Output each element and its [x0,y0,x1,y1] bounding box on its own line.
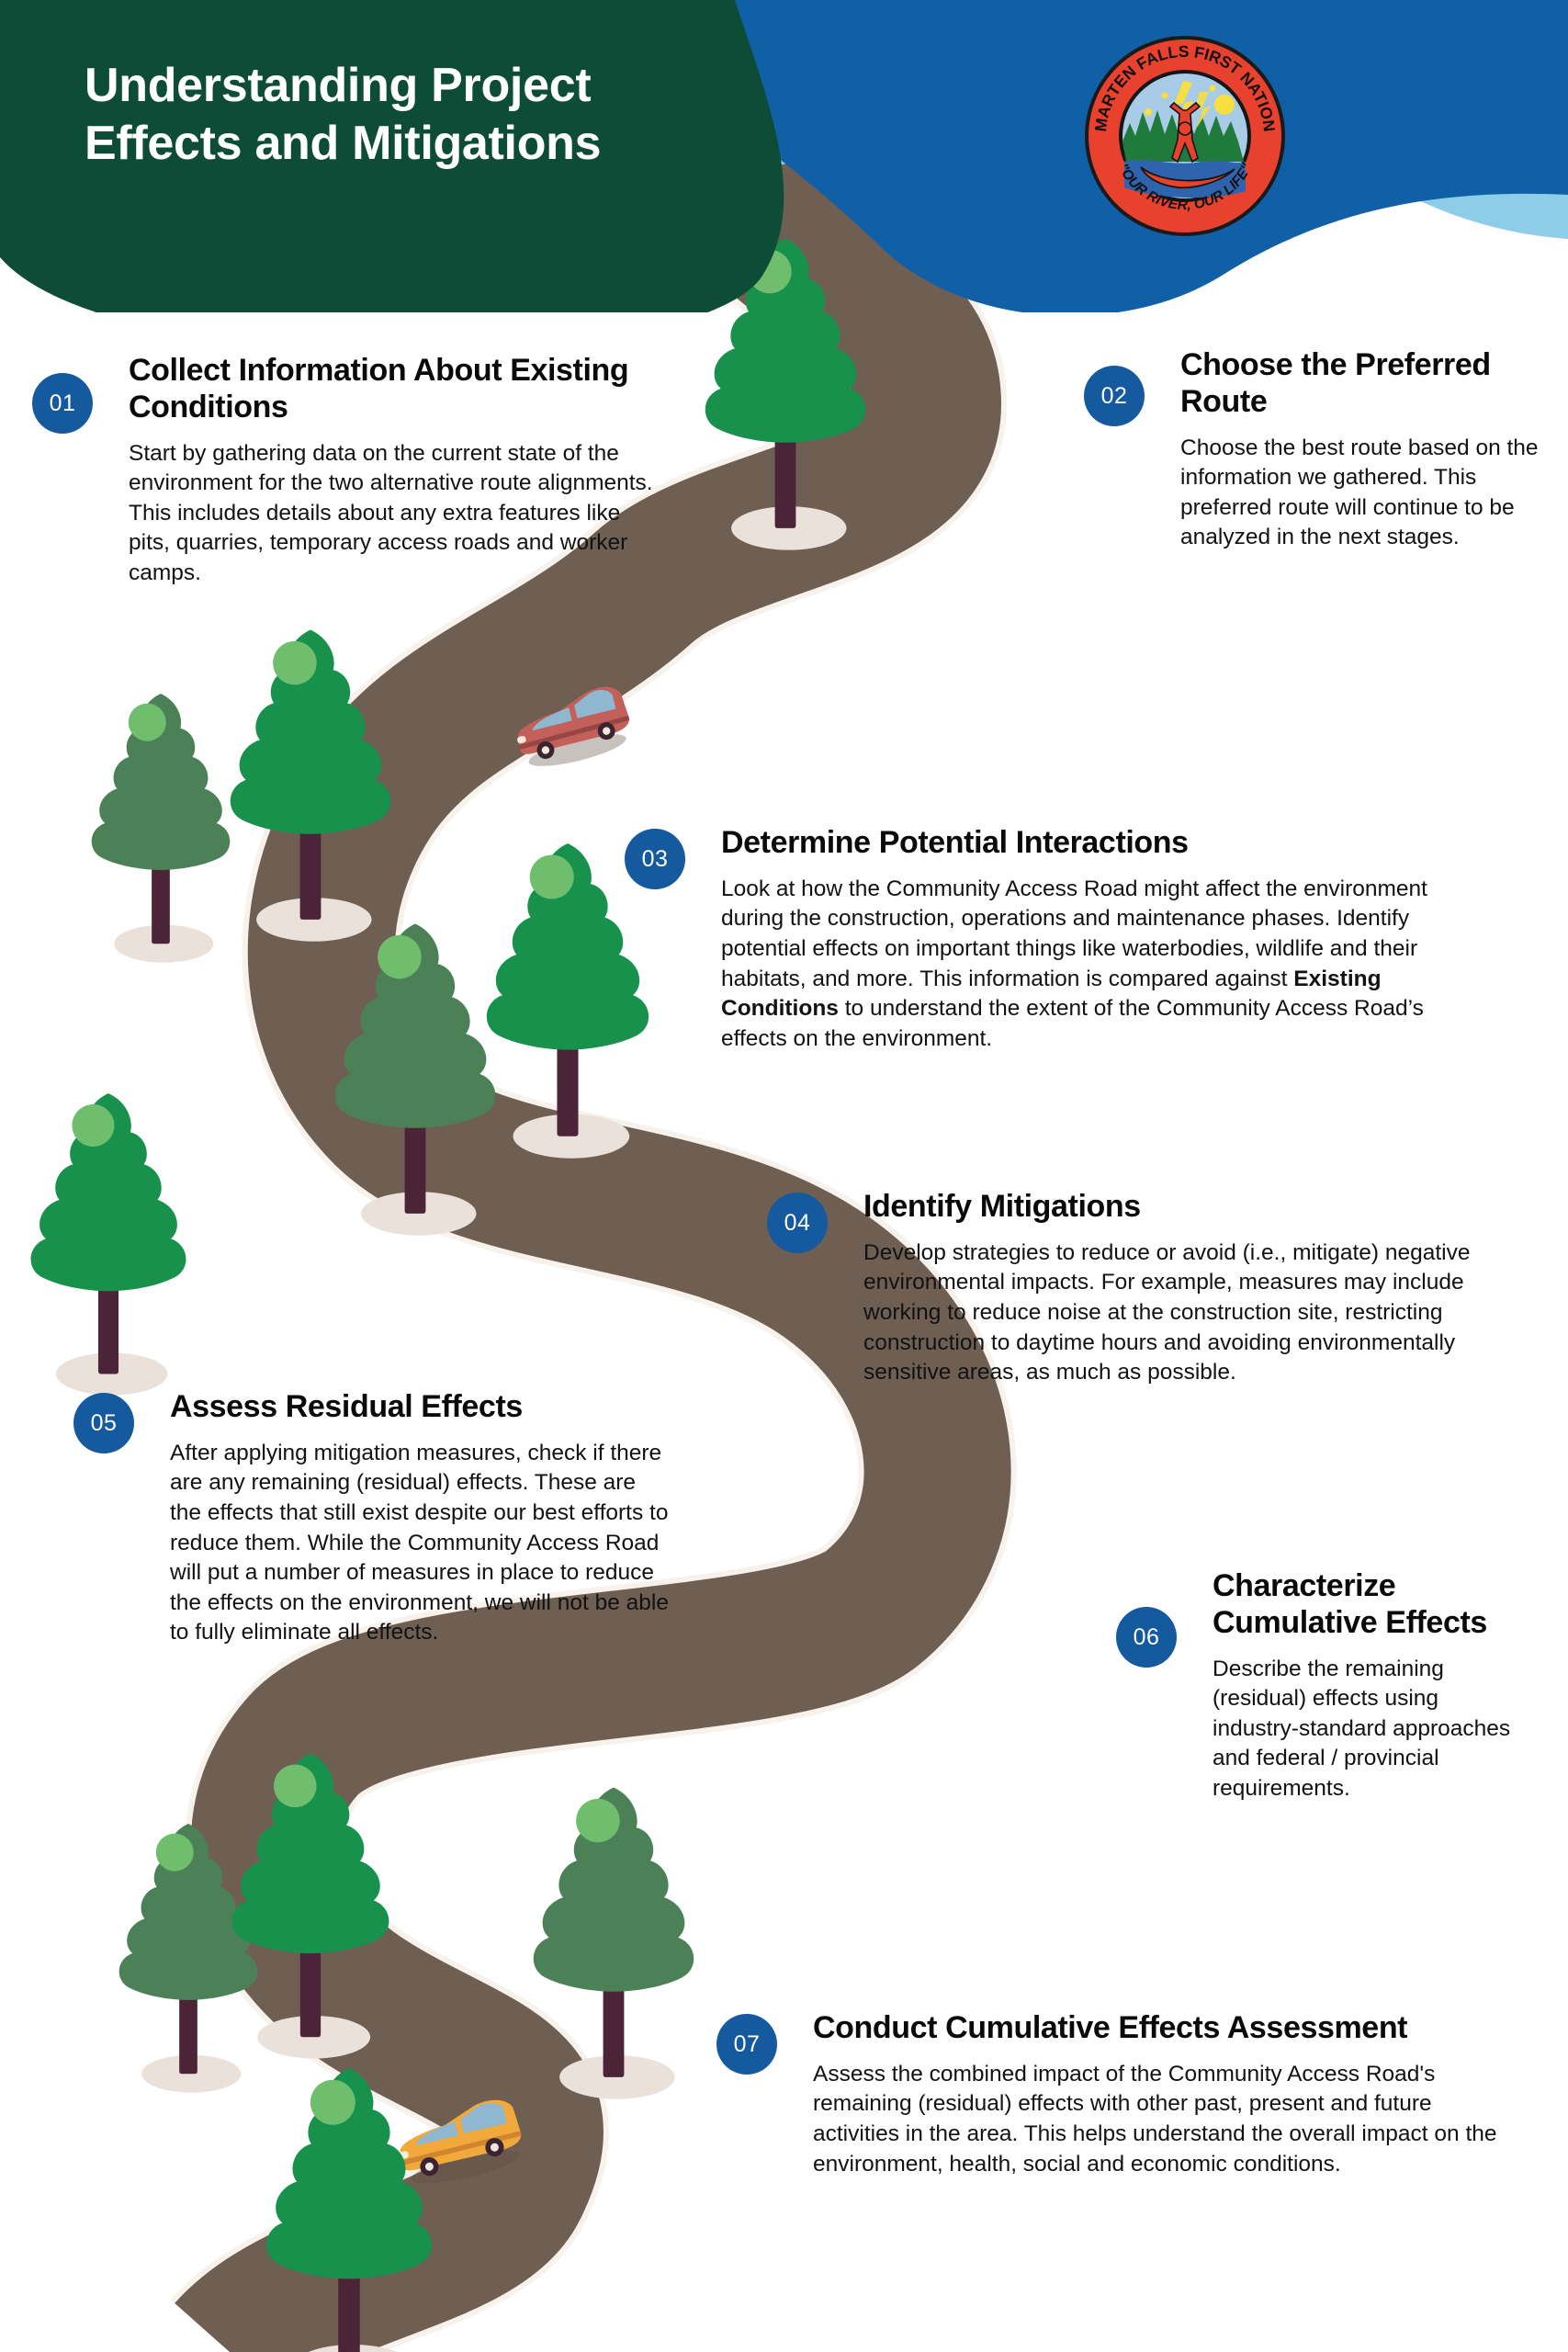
step-05: 05 Assess Residual Effects After applyin… [73,1389,671,1648]
step-03: 03 Determine Potential Interactions Look… [625,825,1483,1054]
step-05-title: Assess Residual Effects [170,1389,523,1424]
step-02-body: Choose the best route based on the infor… [1180,435,1539,550]
step-05-badge: 05 [73,1393,134,1453]
step-04: 04 Identify Mitigations Develop strategi… [767,1189,1529,1388]
step-02-badge: 02 [1084,366,1145,426]
step-01-badge: 01 [32,373,93,434]
step-06-title: Characterize Cumulative Effects [1213,1568,1487,1640]
car-orange [399,2099,522,2184]
step-03-badge: 03 [625,829,685,889]
step-02-title: Choose the Preferred Route [1180,347,1491,419]
step-01-body: Start by gathering data on the current s… [129,440,653,585]
step-03-body-part2: to understand the extent of the Communit… [721,996,1424,1051]
step-04-title: Identify Mitigations [863,1189,1141,1224]
step-07-body: Assess the combined impact of the Commun… [813,2061,1497,2177]
car-red [517,686,630,766]
step-06-body: Describe the remaining (residual) effect… [1213,1656,1511,1801]
step-06: 06 Characterize Cumulative Effects Descr… [1116,1568,1516,1804]
page-title-line2: Effects and Mitigations [85,117,602,171]
step-07: 07 Conduct Cumulative Effects Assessment… [716,2010,1511,2179]
step-03-title: Determine Potential Interactions [721,825,1189,860]
page-title: Understanding Project Effects and Mitiga… [85,57,838,174]
step-03-body: Look at how the Community Access Road mi… [721,875,1483,1054]
marten-falls-first-nation-logo: MARTEN FALLS FIRST NATION "OUR RIVER, OU… [1085,36,1285,236]
step-03-body-part1: Look at how the Community Access Road mi… [721,876,1427,991]
step-02: 02 Choose the Preferred Route Choose the… [1084,347,1548,553]
step-01: 01 Collect Information About Existing Co… [32,353,680,588]
step-04-body: Develop strategies to reduce or avoid (i… [863,1239,1471,1385]
header-banner: Understanding Project Effects and Mitiga… [0,0,1568,312]
step-03-body-emphasis: Existing Conditions [721,966,1382,1022]
step-05-body: After applying mitigation measures, chec… [170,1440,669,1645]
step-07-badge: 07 [716,2014,777,2075]
header-blue-shape [551,0,1568,312]
step-04-badge: 04 [767,1193,828,1253]
header-green-shape [0,0,784,312]
step-01-title: Collect Information About Existing Condi… [129,353,629,424]
step-06-badge: 06 [1116,1607,1177,1668]
tree-group [30,238,866,2352]
page-title-line1: Understanding Project [85,59,592,112]
step-07-title: Conduct Cumulative Effects Assessment [813,2010,1408,2045]
